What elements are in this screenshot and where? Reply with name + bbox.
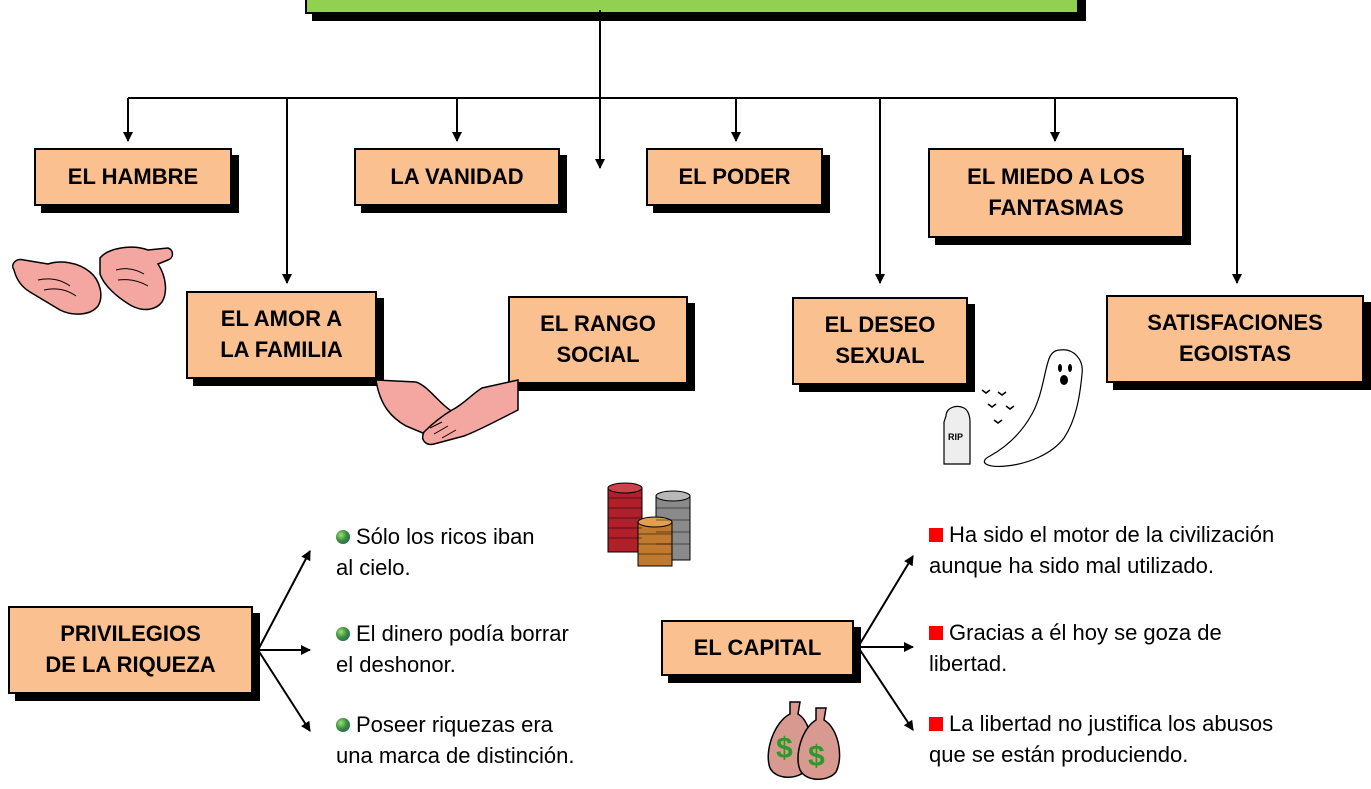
globe-bullet-icon <box>336 530 350 544</box>
box-privilegios-de-la-riqueza: PRIVILEGIOS DE LA RIQUEZA <box>8 606 253 694</box>
handshake-icon <box>375 379 519 446</box>
box-el-rango-social: EL RANGO SOCIAL <box>508 296 688 384</box>
globe-bullet-icon <box>336 627 350 641</box>
dollar-sign: $ <box>808 740 825 773</box>
money-bags-icon: $ $ <box>767 701 841 780</box>
box-el-capital: EL CAPITAL <box>661 620 854 676</box>
box-el-poder: EL PODER <box>646 148 823 206</box>
box-satisfaciones-egoistas: SATISFACIONES EGOISTAS <box>1106 295 1364 383</box>
box-la-vanidad: LA VANIDAD <box>354 148 560 206</box>
red-square-bullet-icon <box>929 626 943 640</box>
box-el-miedo-a-los-fantasmas: EL MIEDO A LOS FANTASMAS <box>928 148 1184 238</box>
gravestone-text: RIP <box>948 432 963 442</box>
coin-stacks-icon <box>607 482 691 567</box>
red-square-bullet-icon <box>929 717 943 731</box>
red-square-bullet-icon <box>929 528 943 542</box>
open-hands-icon <box>12 246 174 315</box>
globe-bullet-icon <box>336 718 350 732</box>
ghost-gravestone-icon: RIP <box>943 349 1083 467</box>
dollar-sign: $ <box>776 732 793 765</box>
box-el-amor-a-la-familia: EL AMOR A LA FAMILIA <box>186 291 377 379</box>
box-el-hambre: EL HAMBRE <box>34 148 232 206</box>
top-header-bar <box>305 0 1079 14</box>
box-el-deseo-sexual: EL DESEO SEXUAL <box>792 297 968 385</box>
